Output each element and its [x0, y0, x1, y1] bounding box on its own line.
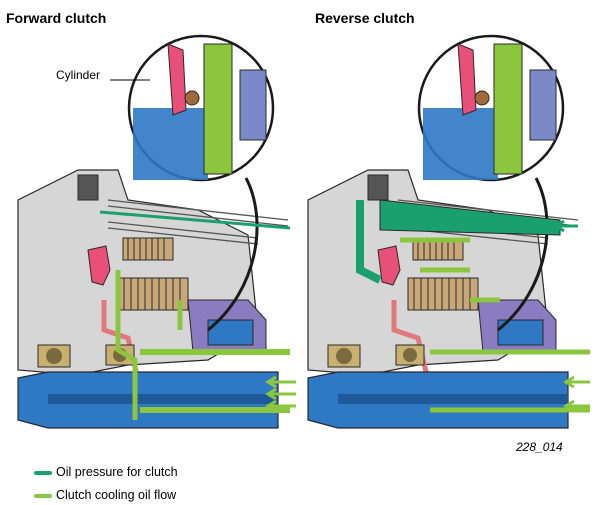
figure-id: 228_014 [516, 440, 563, 454]
legend-item-cooling-flow: Clutch cooling oil flow [34, 488, 177, 502]
forward-clutch-diagram [18, 36, 296, 428]
legend-label: Clutch cooling oil flow [56, 488, 177, 502]
legend-label: Oil pressure for clutch [56, 465, 178, 479]
cooling-flow-swatch [34, 494, 52, 498]
forward-clutch-title: Forward clutch [6, 10, 107, 26]
oil-pressure-swatch [34, 471, 52, 475]
reverse-clutch-title: Reverse clutch [315, 10, 415, 26]
reverse-clutch-diagram [308, 36, 590, 428]
legend-item-oil-pressure: Oil pressure for clutch [34, 465, 178, 479]
cylinder-label: Cylinder [56, 68, 101, 82]
